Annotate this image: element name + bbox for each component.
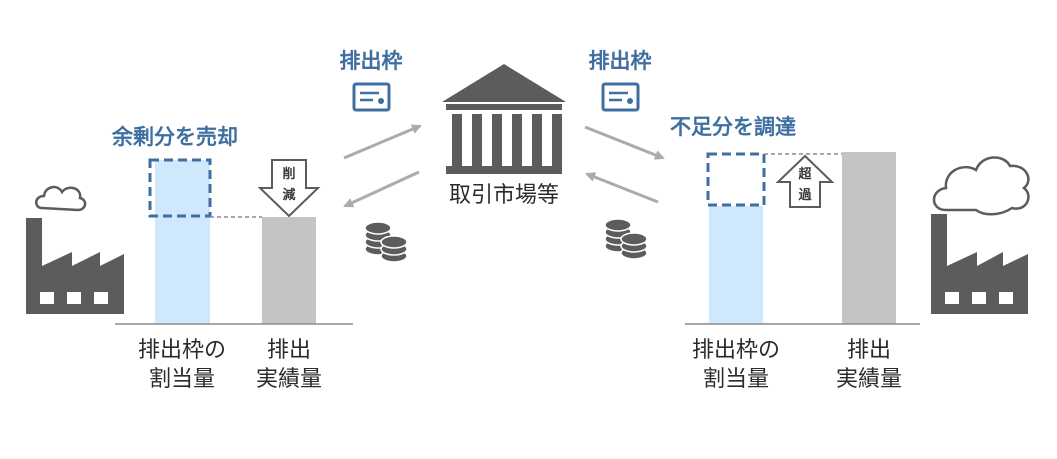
left-allocation-label-2: 割当量	[149, 367, 215, 392]
factory-icon	[26, 218, 124, 314]
left-actual-label-2: 実績量	[256, 367, 322, 392]
right-actual-label-2: 実績量	[836, 367, 902, 392]
cloud-icon	[932, 156, 1030, 216]
arrow-from-market-left	[343, 170, 420, 208]
arrow-to-market-right	[585, 172, 659, 204]
right-shortfall-box	[706, 152, 766, 207]
certificate-icon	[601, 82, 640, 112]
right-actual-label-1: 排出	[847, 338, 891, 363]
right-status-label: 不足分を調達	[670, 115, 796, 139]
coins-icon	[604, 218, 648, 260]
left-allocation-label-1: 排出枠の	[138, 338, 226, 363]
bank-icon	[442, 64, 566, 174]
coins-icon	[364, 221, 408, 263]
reduction-char-2: 減	[282, 187, 295, 203]
market-label: 取引市場等	[449, 183, 559, 208]
cloud-icon	[35, 185, 87, 212]
right-allocation-label-1: 排出枠の	[692, 338, 780, 363]
excess-char-1: 超	[798, 166, 812, 182]
right-allocation-label-2: 割当量	[703, 367, 769, 392]
reduction-char-1: 削	[282, 166, 295, 182]
left-status-label: 余剰分を売却	[111, 125, 238, 149]
excess-arrow: 超 過	[775, 154, 835, 208]
left-surplus-box	[148, 158, 212, 218]
excess-char-2: 過	[797, 187, 812, 203]
right-actual-bar	[842, 152, 896, 324]
reduction-arrow: 削 減	[257, 159, 321, 218]
left-allocation-bar	[155, 160, 210, 324]
arrow-to-market-left	[343, 124, 422, 160]
left-flow-label: 排出枠	[340, 49, 403, 73]
left-actual-label-1: 排出	[267, 338, 311, 363]
left-actual-bar	[262, 217, 316, 324]
right-allocation-bar	[709, 206, 763, 324]
factory-icon	[931, 214, 1028, 314]
certificate-icon	[352, 82, 391, 112]
arrow-from-market-right	[584, 125, 665, 160]
right-flow-label: 排出枠	[589, 49, 652, 73]
